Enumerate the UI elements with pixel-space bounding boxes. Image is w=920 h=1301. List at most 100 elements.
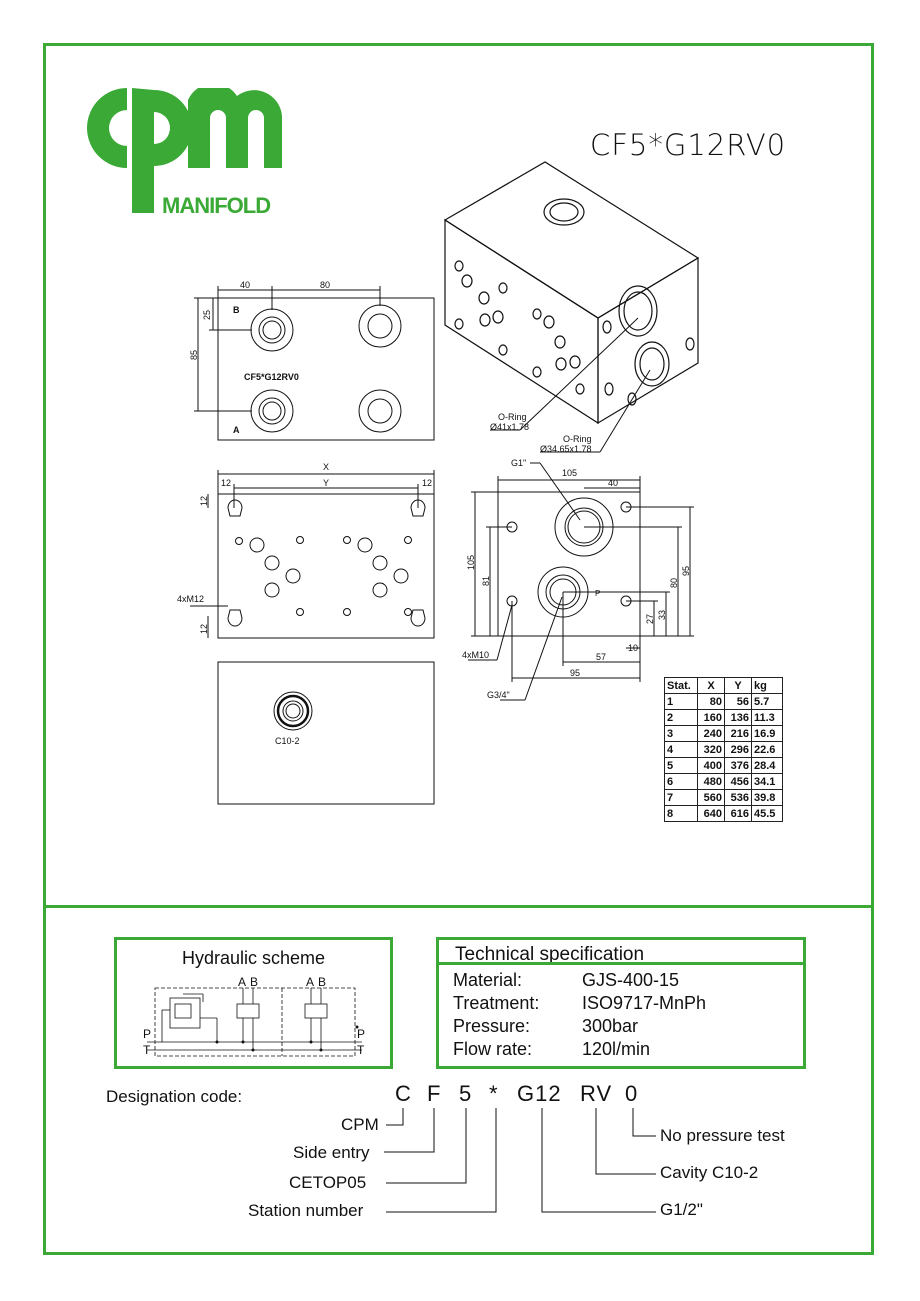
side-view-outline — [497, 491, 641, 637]
spec-value: 120l/min — [582, 1039, 651, 1059]
oring2-label-b: Ø34.65x1.78 — [540, 444, 592, 454]
meaning-cetop05: CETOP05 — [289, 1173, 367, 1192]
table-header: kg — [751, 677, 783, 694]
port-b-label: B — [233, 305, 240, 315]
hyd-a2-label: A — [306, 975, 314, 989]
table-cell: 11.3 — [751, 709, 783, 726]
g1-label: G1" — [511, 458, 526, 468]
spec-label: Pressure: — [453, 1016, 531, 1036]
dim-80: 80 — [320, 280, 330, 290]
spec-value: 300bar — [582, 1016, 639, 1036]
bottom-view-outline — [217, 661, 435, 805]
dim-57: 57 — [596, 652, 606, 662]
table-cell: 640 — [697, 805, 725, 822]
table-cell: 28.4 — [751, 757, 783, 774]
hyd-p-right-label: P — [357, 1027, 365, 1041]
dim-10: 10 — [628, 643, 638, 653]
code-char-c: C — [395, 1081, 412, 1106]
thread-m10-label: 4xM10 — [462, 650, 489, 660]
dim-105-top: 105 — [562, 468, 577, 478]
cavity-label: C10-2 — [275, 736, 300, 746]
dim-12-b: 12 — [422, 478, 432, 488]
dim-40: 40 — [240, 280, 250, 290]
cpm-manifold-logo: MANIFOLD — [87, 88, 282, 218]
oring1-label-b: Ø41x1.78 — [490, 422, 529, 432]
table-cell: 39.8 — [751, 789, 783, 806]
tech-spec-title: Technical specification — [455, 944, 645, 965]
dim-105-side: 105 — [466, 555, 476, 570]
hyd-a1-label: A — [238, 975, 246, 989]
dim-33: 33 — [657, 610, 667, 620]
dim-80-side: 80 — [669, 578, 679, 588]
table-cell: 22.6 — [751, 741, 783, 758]
dim-x: X — [323, 462, 329, 472]
meaning-station-number: Station number — [248, 1201, 364, 1220]
code-char-g12: G12 — [517, 1081, 562, 1106]
table-cell: 296 — [724, 741, 752, 758]
g34-label: G3/4" — [487, 690, 510, 700]
table-cell: 376 — [724, 757, 752, 774]
meaning-no-pressure-test: No pressure test — [660, 1126, 785, 1145]
dim-27: 27 — [645, 614, 655, 624]
code-char-rv: RV — [580, 1081, 613, 1106]
dim-85: 85 — [189, 350, 199, 360]
dim-95-side: 95 — [681, 566, 691, 576]
spec-label: Material: — [453, 970, 523, 990]
dim-25: 25 — [202, 310, 212, 320]
tech-spec-box: Technical specification Material: GJS-40… — [436, 937, 806, 1069]
table-cell: 216 — [724, 725, 752, 742]
hydraulic-scheme-title: Hydraulic scheme — [181, 948, 326, 968]
table-cell: 536 — [724, 789, 752, 806]
bottom-view-cavity — [273, 691, 313, 731]
table-header-row: Stat. X Y kg — [664, 677, 783, 694]
logo-text: MANIFOLD — [162, 193, 270, 218]
top-view-code-label: CF5*G12RV0 — [244, 372, 299, 382]
spec-value: GJS-400-15 — [582, 970, 680, 990]
hydraulic-scheme-diagram: A B A B P T P T — [143, 975, 365, 1057]
oring1-label-a: O-Ring — [498, 412, 527, 422]
table-cell: 616 — [724, 805, 752, 822]
isometric-block — [443, 161, 700, 425]
port-a-label: A — [233, 425, 240, 435]
table-cell: 45.5 — [751, 805, 783, 822]
code-char-star: * — [489, 1081, 499, 1106]
hyd-b2-label: B — [318, 975, 326, 989]
dim-95-bottom: 95 — [570, 668, 580, 678]
dim-12-d: 12 — [199, 624, 209, 634]
tech-spec-title-underline — [439, 962, 803, 965]
oring2-label-a: O-Ring — [563, 434, 592, 444]
thread-m12-label: 4xM12 — [177, 594, 204, 604]
dim-12-a: 12 — [221, 478, 231, 488]
table-cell: 480 — [697, 773, 725, 790]
section-divider — [43, 905, 874, 908]
dim-y: Y — [323, 478, 329, 488]
meaning-cavity: Cavity C10-2 — [660, 1163, 759, 1182]
hyd-b1-label: B — [250, 975, 258, 989]
code-char-f: F — [427, 1081, 442, 1106]
hydraulic-scheme-box: Hydraulic scheme A B A — [114, 937, 393, 1069]
code-char-0: 0 — [625, 1081, 639, 1106]
table-cell: 160 — [697, 709, 725, 726]
front-view-holes — [235, 536, 412, 616]
dim-12-c: 12 — [199, 496, 209, 506]
code-char-5: 5 — [459, 1081, 473, 1106]
side-port-p-label: P — [595, 589, 600, 598]
meaning-thread: G1/2" — [660, 1200, 703, 1219]
page-frame — [43, 43, 874, 1255]
hyd-t-right-label: T — [357, 1043, 365, 1057]
dim-40-side: 40 — [608, 478, 618, 488]
front-view-outline — [217, 493, 435, 639]
spec-label: Treatment: — [453, 993, 540, 1013]
top-view-outline — [217, 297, 435, 441]
designation-label: Designation code: — [106, 1087, 243, 1106]
dim-81: 81 — [481, 576, 491, 586]
page-title: CF5*G12RV0 — [590, 128, 787, 162]
meaning-side-entry: Side entry — [293, 1143, 370, 1162]
